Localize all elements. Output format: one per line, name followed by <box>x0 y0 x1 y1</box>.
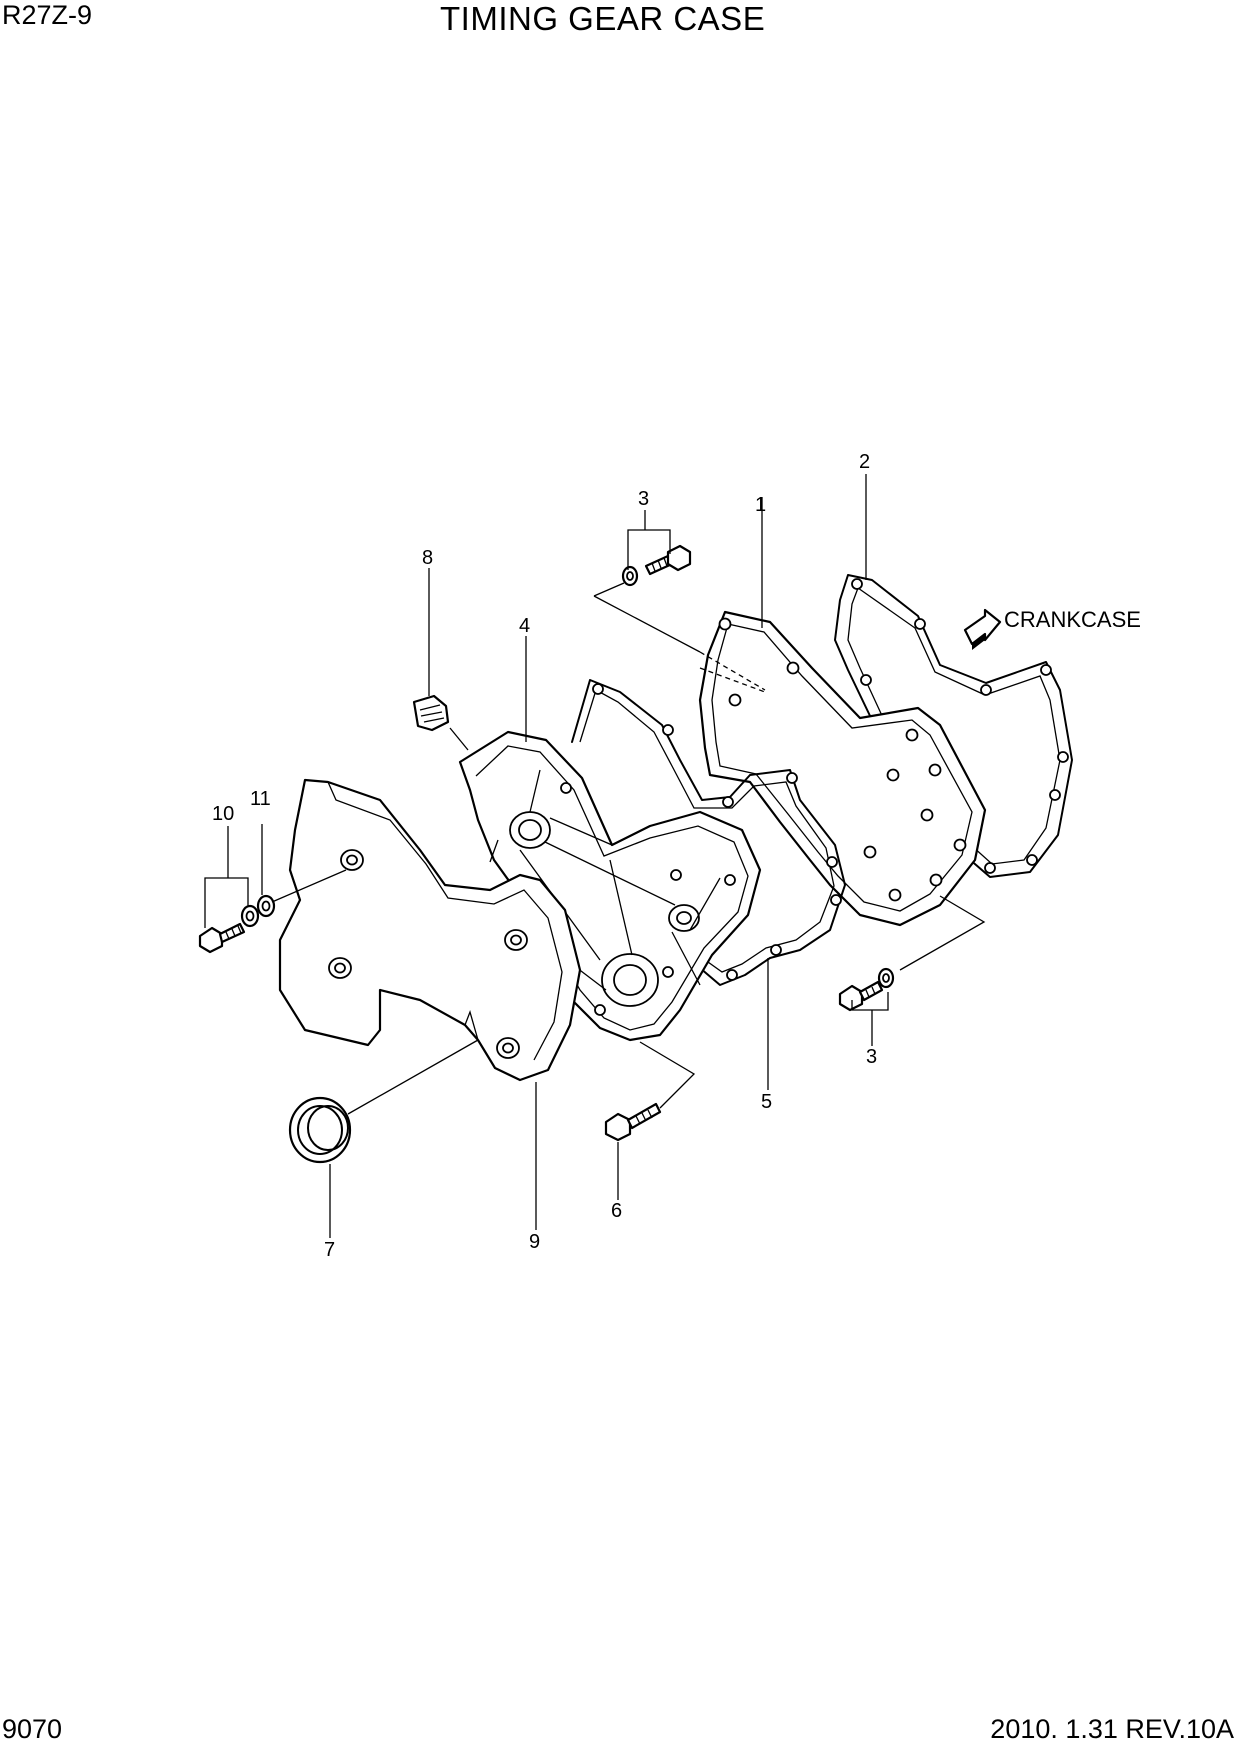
page-title: TIMING GEAR CASE <box>440 0 766 37</box>
callout-9: 9 <box>529 1231 540 1253</box>
part-5-gasket <box>571 679 846 986</box>
part-9-front-cover <box>278 778 582 1082</box>
callout-8: 8 <box>422 547 433 569</box>
callout-labels: 1 2 3 3 4 5 6 7 8 9 10 11 CRANKCASE <box>212 451 1141 1261</box>
callout-3-right: 3 <box>866 1046 877 1068</box>
part-7-oil-seal <box>288 1096 352 1164</box>
part-3-bolt-right <box>838 967 895 1012</box>
revision-date: 2010. 1.31 REV.10A <box>990 1714 1234 1744</box>
part-6-bolt <box>604 1102 662 1142</box>
callout-6: 6 <box>611 1200 622 1222</box>
page-number: 9070 <box>2 1714 63 1744</box>
part-11-washer-left <box>240 894 276 928</box>
callout-10: 10 <box>212 803 234 825</box>
part-10-bolt-left <box>198 922 246 954</box>
callout-3-top: 3 <box>638 488 649 510</box>
crankcase-arrow-icon <box>963 608 1002 650</box>
leader-lines <box>204 474 986 1238</box>
callout-4: 4 <box>519 615 530 637</box>
callout-11: 11 <box>250 788 271 810</box>
callout-5: 5 <box>761 1091 772 1113</box>
part-3-bolt-top <box>621 544 692 587</box>
callout-2: 2 <box>859 451 870 473</box>
part-8-plug <box>412 694 450 732</box>
callout-1: 1 <box>755 494 766 516</box>
model-code: R27Z-9 <box>2 0 93 30</box>
part-1-plate <box>698 610 987 927</box>
callout-7: 7 <box>324 1239 335 1261</box>
part-4-gear-case <box>458 730 762 1042</box>
crankcase-label: CRANKCASE <box>1004 607 1141 632</box>
